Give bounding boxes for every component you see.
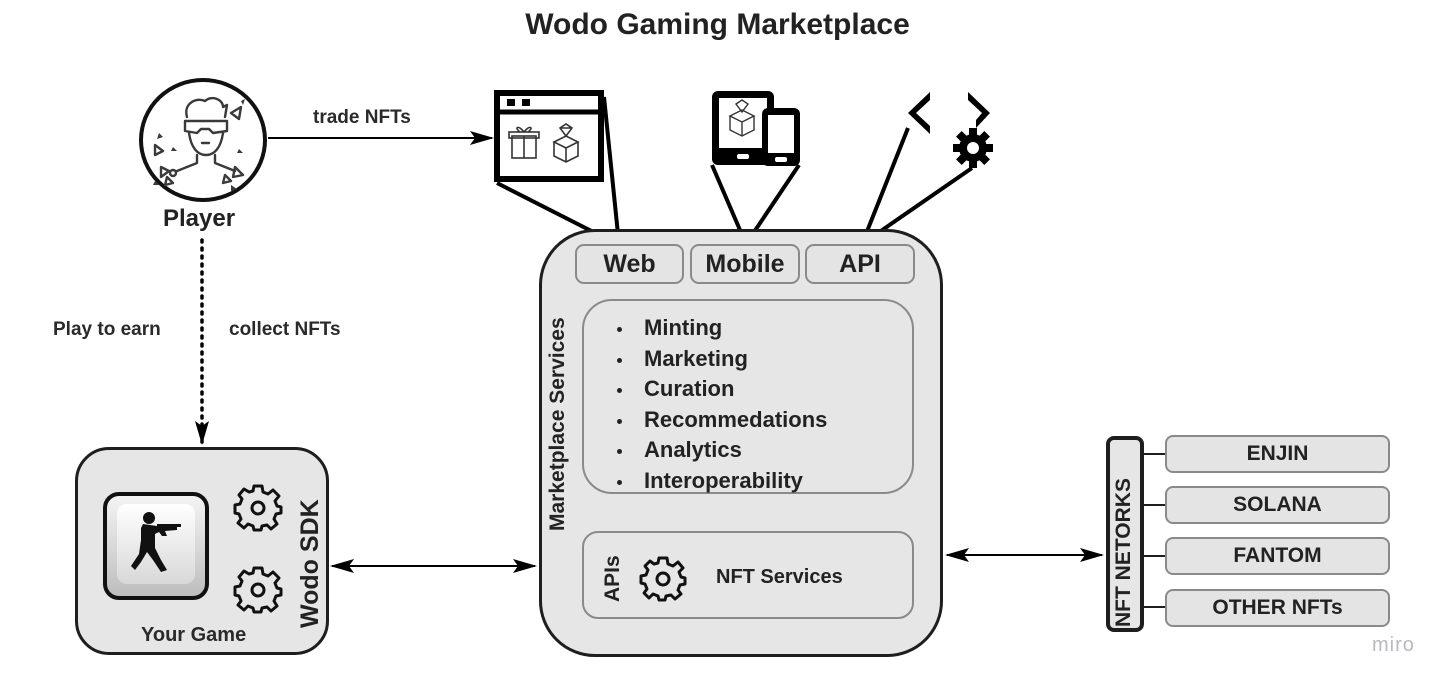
services-list: Minting Marketing Curation Recommedation… bbox=[584, 301, 912, 497]
nft-networks-label: NFT NETORKS bbox=[1112, 478, 1135, 627]
channel-mobile[interactable]: Mobile bbox=[690, 244, 800, 284]
nft-services-gear-icon bbox=[637, 552, 689, 609]
service-item: Recommedations bbox=[584, 405, 912, 436]
service-item: Interoperability bbox=[584, 466, 912, 497]
wodo-sdk-label: Wodo SDK bbox=[296, 499, 324, 628]
shooter-game-icon[interactable] bbox=[103, 492, 209, 600]
bullet bbox=[617, 449, 622, 455]
trade-nfts-label: trade NFTs bbox=[313, 107, 411, 128]
nft-networks-header bbox=[1106, 436, 1144, 632]
sdk-gear-icon bbox=[231, 480, 285, 539]
service-item: Minting bbox=[584, 313, 912, 344]
bullet bbox=[617, 418, 622, 424]
bullet bbox=[617, 388, 622, 394]
nft-services-api-box bbox=[582, 531, 914, 619]
miro-watermark: miro bbox=[1372, 634, 1415, 656]
marketplace-services-label: Marketplace Services bbox=[546, 317, 569, 531]
play-to-earn-label: Play to earn bbox=[53, 319, 161, 340]
apis-label: APIs bbox=[601, 555, 624, 602]
nft-services-label: NFT Services bbox=[716, 566, 843, 588]
vr-player-icon bbox=[139, 78, 267, 202]
network-other[interactable]: OTHER NFTs bbox=[1165, 589, 1390, 627]
collect-nfts-label: collect NFTs bbox=[229, 319, 341, 340]
service-item: Curation bbox=[584, 374, 912, 405]
your-game-label: Your Game bbox=[141, 624, 247, 646]
channel-api-label: API bbox=[839, 249, 881, 278]
code-gear-icon bbox=[906, 90, 996, 175]
channel-mobile-label: Mobile bbox=[705, 249, 785, 278]
channel-api[interactable]: API bbox=[805, 244, 915, 284]
network-fantom[interactable]: FANTOM bbox=[1165, 537, 1390, 575]
sdk-gear-icon bbox=[231, 562, 285, 621]
player-node[interactable] bbox=[139, 77, 267, 203]
diagram-title: Wodo Gaming Marketplace bbox=[525, 8, 910, 41]
channel-web[interactable]: Web bbox=[575, 244, 684, 284]
mobile-devices-icon bbox=[710, 88, 802, 173]
network-enjin[interactable]: ENJIN bbox=[1165, 435, 1390, 473]
web-browser-icon bbox=[494, 90, 606, 189]
network-solana[interactable]: SOLANA bbox=[1165, 486, 1390, 524]
services-list-box: Minting Marketing Curation Recommedation… bbox=[582, 299, 914, 494]
bullet bbox=[617, 479, 622, 485]
channel-web-label: Web bbox=[603, 249, 656, 278]
service-item: Marketing bbox=[584, 344, 912, 375]
bullet bbox=[617, 327, 622, 332]
bullet bbox=[617, 357, 622, 363]
player-label: Player bbox=[163, 205, 236, 232]
web-callout-line bbox=[602, 96, 621, 245]
api-callout-line bbox=[860, 127, 910, 245]
service-item: Analytics bbox=[584, 435, 912, 466]
